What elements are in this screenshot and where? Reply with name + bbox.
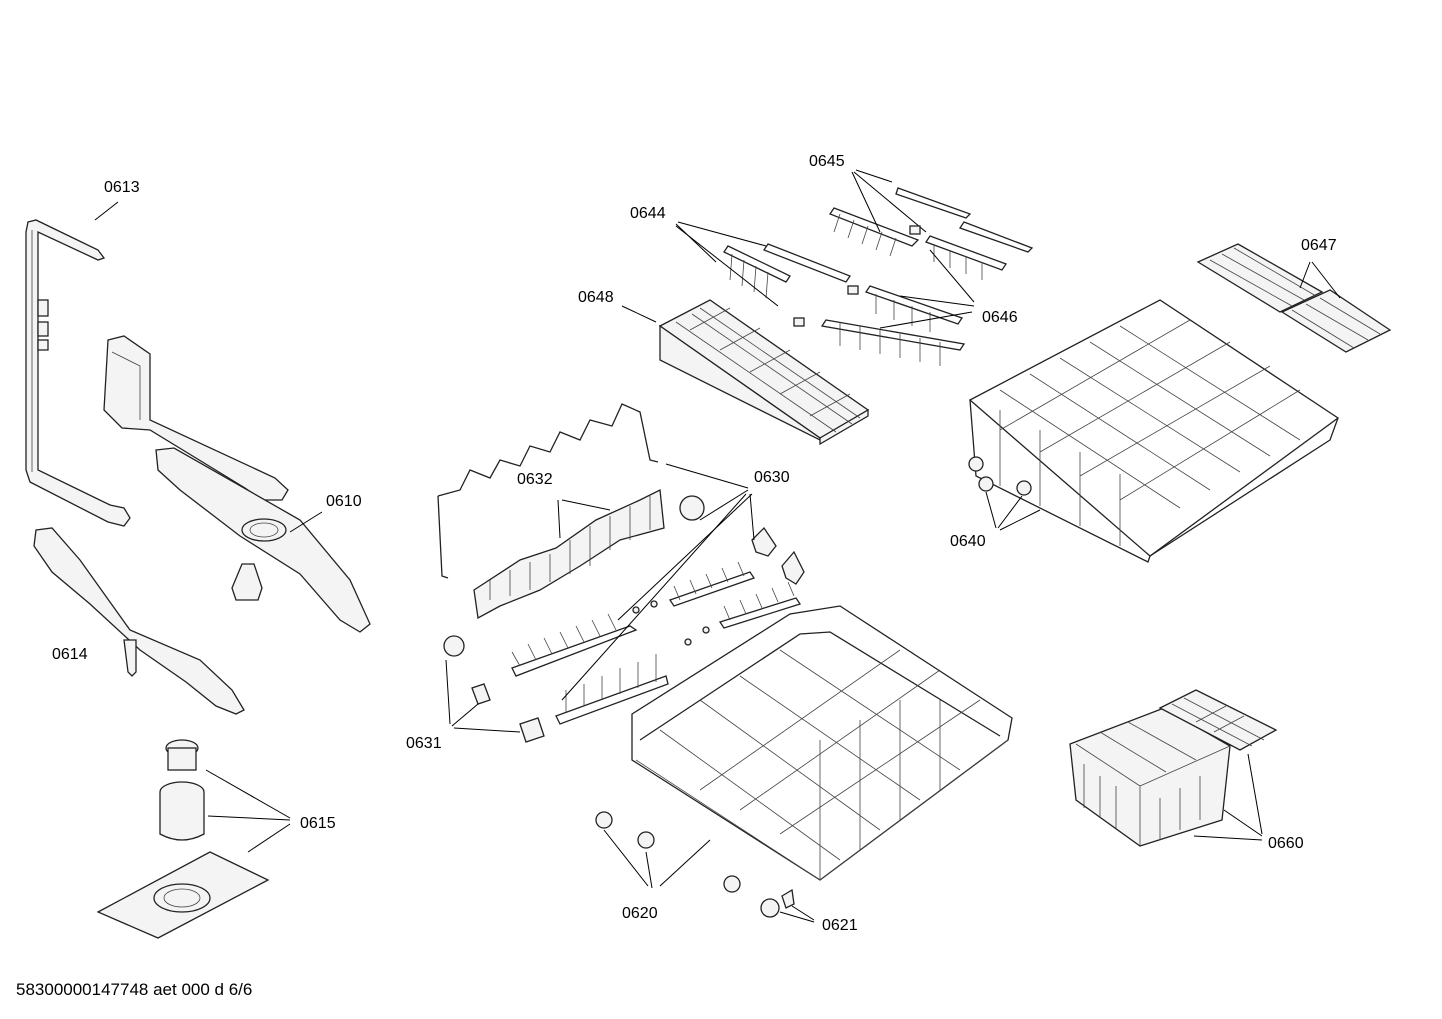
label-0610: 0610 — [326, 493, 362, 510]
label-0647: 0647 — [1301, 237, 1337, 254]
label-0660: 0660 — [1268, 835, 1304, 852]
label-0613: 0613 — [104, 179, 140, 196]
part-0630-tine-racks[interactable] — [511, 495, 805, 725]
label-0621: 0621 — [822, 917, 858, 934]
label-0632: 0632 — [517, 471, 553, 488]
label-0620: 0620 — [622, 905, 658, 922]
label-0646: 0646 — [982, 309, 1018, 326]
part-0648-tray[interactable] — [658, 299, 870, 446]
label-0645: 0645 — [809, 153, 845, 170]
label-0614: 0614 — [52, 646, 88, 663]
label-0615: 0615 — [300, 815, 336, 832]
label-0644: 0644 — [630, 205, 666, 222]
part-0660-cutlery-basket[interactable] — [1069, 689, 1278, 847]
part-0632-folding-tines[interactable] — [437, 403, 665, 620]
drawing-id-footer: 58300000147748 aet 000 d 6/6 — [16, 980, 253, 999]
part-0615-filter-assembly[interactable] — [96, 739, 270, 939]
part-0620-basket-wheels[interactable] — [595, 811, 741, 893]
part-0647-cup-shelves[interactable] — [1196, 243, 1392, 353]
label-0640: 0640 — [950, 533, 986, 550]
part-0644-tine-rails[interactable] — [723, 243, 851, 299]
part-0646-tine-rails[interactable] — [793, 225, 1007, 366]
part-0610-upper-spray-arm[interactable] — [103, 335, 371, 633]
part-0640-upper-basket[interactable] — [968, 299, 1340, 563]
part-0613-supply-pipe[interactable] — [25, 219, 131, 527]
part-0621-wheel[interactable] — [760, 888, 795, 918]
part-0645-tine-rails[interactable] — [829, 187, 1034, 257]
part-0631-clips[interactable] — [443, 635, 545, 743]
label-0648: 0648 — [578, 289, 614, 306]
part-0614-lower-spray-arm[interactable] — [33, 527, 245, 715]
label-0631: 0631 — [406, 735, 442, 752]
label-0630: 0630 — [754, 469, 790, 486]
part-lower-basket[interactable] — [631, 605, 1013, 881]
